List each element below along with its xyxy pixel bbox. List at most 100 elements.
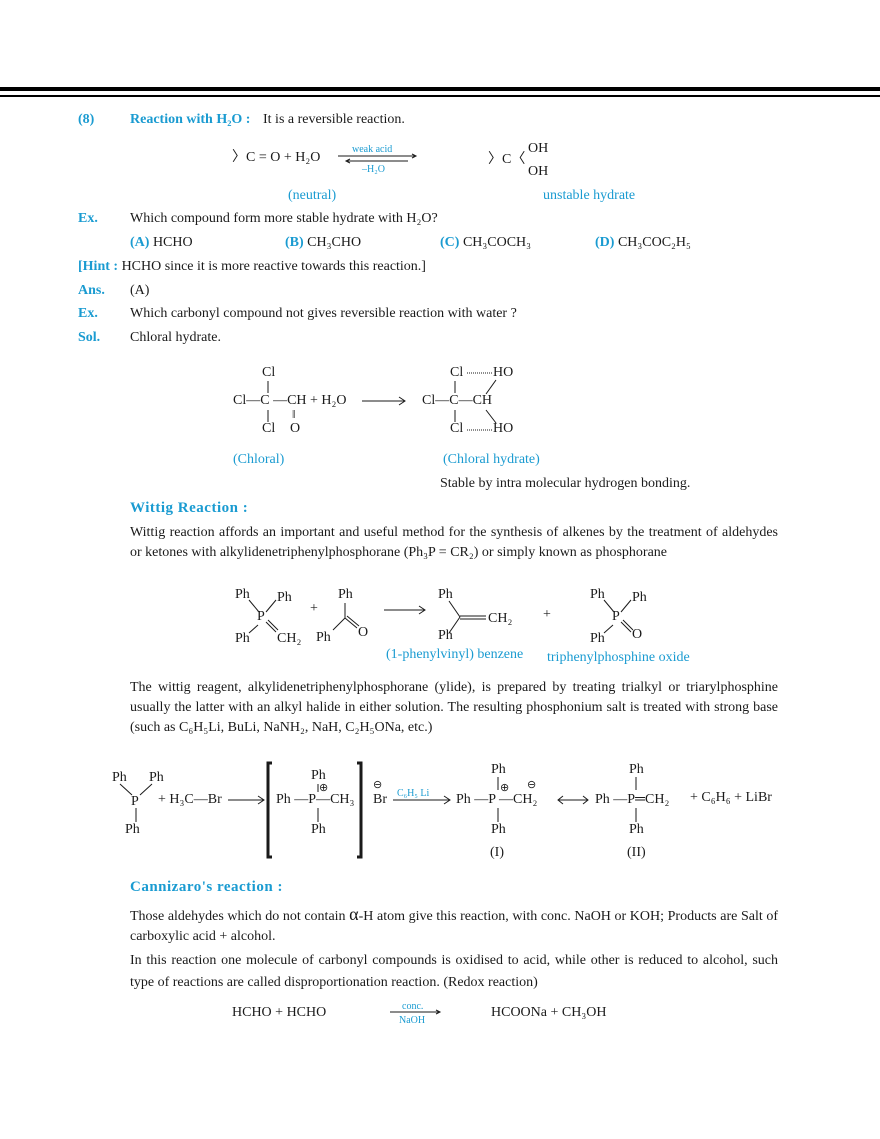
ketone-ph-bottom: Ph	[316, 630, 331, 645]
tpp-ph-2: Ph	[149, 770, 164, 785]
para-text: -H atom give this reaction, with conc. N…	[358, 909, 717, 924]
hint-text: HCHO since it is more reactive towards t…	[121, 259, 426, 274]
option-key: (C)	[440, 235, 460, 250]
i-ph-top: Ph	[491, 762, 506, 777]
alpha-symbol: α	[349, 904, 359, 924]
label-unstable-hydrate: unstable hydrate	[543, 188, 636, 203]
ex2-question: Which carbonyl compound not gives revers…	[130, 306, 517, 321]
cannizaro-above: conc.	[402, 1001, 424, 1012]
label-ii: (II)	[627, 845, 646, 860]
plus-1: +	[310, 601, 318, 616]
wittig-heading: Wittig Reaction :	[130, 500, 249, 516]
hydration-reactant: 〉C = O + H₂O	[232, 150, 321, 165]
section-number: (8)	[78, 112, 95, 127]
option-key: (D)	[595, 235, 615, 250]
option-d: (D) CH₃COC₂H₅	[595, 235, 691, 251]
tpp-ph-1: Ph	[112, 770, 127, 785]
cannizaro-reactants: HCHO + HCHO	[232, 1005, 327, 1020]
top-rule-thin	[0, 95, 880, 97]
i-oplus: ⊕	[500, 782, 510, 794]
chloral-cl-bottom: Cl	[262, 421, 276, 436]
ketone-o: O	[358, 625, 369, 640]
arrow-label-above: weak acid	[352, 144, 393, 155]
hydrate-carbon: 〉C〈	[488, 152, 526, 167]
salt-main: Ph —P—CH₃	[276, 792, 355, 807]
ans-text: (A)	[130, 283, 150, 298]
alkene-ch2: CH₂	[488, 611, 513, 626]
plus-2: +	[543, 607, 551, 622]
wittig-paragraph: Wittig reaction affords an important and…	[130, 525, 778, 560]
wittig-paragraph-2: The wittig reagent, alkylidenetriphenylp…	[130, 680, 778, 735]
option-value: CH₃COC₂H₅	[617, 235, 691, 250]
label-i: (I)	[490, 845, 504, 860]
cannizaro-paragraph-1: Those aldehydes which do not contain α-H…	[130, 904, 778, 947]
ylide-ph-1: Ph	[235, 587, 250, 602]
label-product-1: (1-phenylvinyl) benzene	[386, 647, 524, 662]
label-chloral-hydrate: (Chloral hydrate)	[443, 452, 540, 467]
salt-ph-bottom: Ph	[311, 822, 326, 837]
hydrate-cl-top: Cl	[450, 365, 464, 380]
chloral-note: Stable by intra molecular hydrogen bondi…	[440, 476, 691, 491]
ex-tag: Ex.	[78, 211, 98, 226]
oxide-o: O	[632, 627, 643, 642]
ketone-ph-top: Ph	[338, 587, 353, 602]
hydrate-ho-bottom: HO	[493, 421, 514, 436]
ii-main: Ph —P═CH₂	[595, 792, 670, 807]
hydrate-ho-top: HO	[493, 365, 514, 380]
methyl-bromide: + H₃C—Br	[158, 792, 222, 807]
ii-ph-bottom: Ph	[629, 822, 644, 837]
chloral-double-bond: ‖	[292, 407, 296, 421]
ylide-ch2: CH₂	[277, 631, 302, 646]
option-key: (B)	[285, 235, 304, 250]
ex2-tag: Ex.	[78, 306, 98, 321]
salt-oplus: ⊕	[319, 782, 329, 794]
chloral-cl-top: Cl	[262, 365, 276, 380]
hint: [Hint : HCHO since it is more reactive t…	[78, 259, 426, 275]
arrow-label-below: –H₂O	[362, 164, 385, 175]
hydrate-oh-top: OH	[528, 141, 549, 156]
hydrate-cl-bottom: Cl	[450, 421, 464, 436]
para-text: are Salt of carboxylic acid + alcohol.	[130, 909, 778, 944]
byproducts: + C₆H₆ + LiBr	[690, 790, 772, 805]
option-value: HCHO	[152, 235, 193, 250]
cannizaro-heading: Cannizaro's reaction :	[130, 879, 283, 895]
ex-question: Which compound form more stable hydrate …	[130, 211, 438, 226]
option-value: CH₃COCH₃	[462, 235, 532, 250]
ylide-ph-2: Ph	[277, 590, 292, 605]
label-neutral: (neutral)	[288, 188, 337, 203]
i-ph-bottom: Ph	[491, 822, 506, 837]
chloral-o: O	[290, 421, 301, 436]
salt-ph-top: Ph	[311, 768, 326, 783]
reagent-label: C₆H₅ Li	[397, 788, 430, 799]
top-rule-thick	[0, 87, 880, 91]
oxide-ph-1: Ph	[590, 587, 605, 602]
ans-tag: Ans.	[78, 283, 105, 298]
cannizaro-products: HCOONa + CH₃OH	[491, 1005, 607, 1020]
section-heading: Reaction with H₂O :	[130, 112, 251, 127]
alkene-ph-top: Ph	[438, 587, 453, 602]
chloral-main: Cl—C —CH + H₂O	[233, 393, 347, 408]
ii-ph-top: Ph	[629, 762, 644, 777]
option-b: (B) CH₃CHO	[285, 235, 361, 251]
cannizaro-below: NaOH	[399, 1015, 426, 1026]
option-key: (A)	[130, 235, 150, 250]
option-c: (C) CH₃COCH₃	[440, 235, 531, 251]
hydrate-main: Cl—C—CH	[422, 393, 493, 408]
cannizaro-paragraph-2: In this reaction one molecule of carbony…	[130, 953, 778, 990]
oxide-p: P	[612, 609, 620, 624]
sol-tag: Sol.	[78, 330, 101, 345]
ylide-p: P	[257, 609, 265, 624]
sol-text: Chloral hydrate.	[130, 330, 221, 345]
tpp-p: P	[131, 794, 139, 809]
hint-tag: [Hint :	[78, 259, 119, 274]
alkene-ph-bottom: Ph	[438, 628, 453, 643]
bromide: Br	[373, 792, 387, 807]
oxide-ph-2: Ph	[632, 590, 647, 605]
option-a: (A) HCHO	[130, 235, 193, 251]
label-chloral: (Chloral)	[233, 452, 285, 467]
i-main: Ph —P —CH₂	[456, 792, 538, 807]
i-ominus: ⊖	[527, 779, 537, 791]
ylide-ph-3: Ph	[235, 631, 250, 646]
oxide-ph-3: Ph	[590, 631, 605, 646]
